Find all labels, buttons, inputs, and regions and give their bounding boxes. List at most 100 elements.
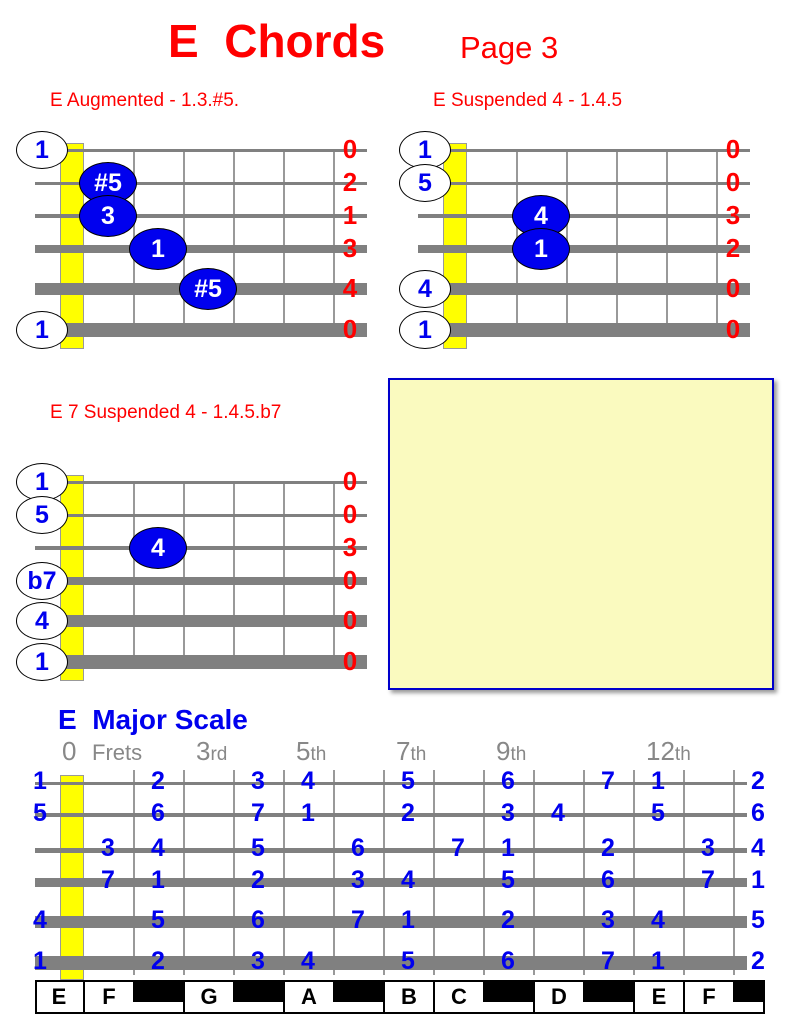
keyboard-black-key xyxy=(483,980,533,1002)
string-line xyxy=(418,181,750,185)
scale-degree: 1 xyxy=(651,767,665,795)
string-line xyxy=(418,283,750,295)
scale-degree: 7 xyxy=(601,947,615,975)
fret-label: 7th xyxy=(396,736,426,767)
fret-line xyxy=(233,770,235,975)
fret-label-suffix: th xyxy=(674,744,691,765)
finger-dot: 4 xyxy=(129,527,187,569)
fret-line xyxy=(333,150,335,330)
scale-degree: 4 xyxy=(301,947,315,975)
string-line xyxy=(35,577,367,585)
fret-line xyxy=(183,770,185,975)
fret-line xyxy=(433,770,435,975)
fret-line xyxy=(183,482,185,662)
fret-line xyxy=(666,150,668,330)
finger-dot: 3 xyxy=(79,195,137,237)
finger-dot: 1 xyxy=(129,228,187,270)
keyboard-black-key xyxy=(233,980,283,1002)
scale-degree: 5 xyxy=(251,834,265,862)
scale-degree: 3 xyxy=(351,866,365,894)
scale-degree: 5 xyxy=(501,866,515,894)
open-string-marker: 1 xyxy=(16,643,68,681)
scale-degree: 3 xyxy=(251,947,265,975)
finger-dot: #5 xyxy=(179,268,237,310)
scale-degree: 5 xyxy=(651,799,665,827)
scale-degree: 1 xyxy=(301,799,315,827)
fret-number: 0 xyxy=(725,167,741,197)
fret-line xyxy=(133,482,135,662)
fret-line xyxy=(233,482,235,662)
fret-label-number: Frets xyxy=(92,740,143,765)
string-line xyxy=(418,245,750,253)
fret-label: 0 xyxy=(62,736,76,767)
keyboard-black-key xyxy=(583,980,633,1002)
fret-label-suffix: rd xyxy=(210,744,228,765)
scale-degree: 4 xyxy=(33,906,47,934)
fret-label: Frets xyxy=(92,740,142,766)
open-string-marker: 4 xyxy=(16,602,68,640)
fret-number: 0 xyxy=(342,314,358,344)
chord-name: E 7 Suspended 4 - 1.4.5.b7 xyxy=(50,402,282,423)
scale-degree: 3 xyxy=(101,834,115,862)
open-string-marker: 5 xyxy=(399,164,451,202)
keyboard-key-C: C xyxy=(433,980,483,1014)
scale-degree: 2 xyxy=(151,767,165,795)
string-line xyxy=(35,214,367,218)
fret-line xyxy=(283,150,285,330)
keyboard-black-key xyxy=(333,980,383,1002)
keyboard-key-B: B xyxy=(383,980,433,1014)
scale-degree: 2 xyxy=(251,866,265,894)
scale-degree: 4 xyxy=(551,799,565,827)
fret-number: 0 xyxy=(342,499,358,529)
scale-degree: 6 xyxy=(501,767,515,795)
chord-name: E Suspended 4 - 1.4.5 xyxy=(433,90,623,111)
fret-number: 3 xyxy=(342,233,358,263)
scale-degree: 6 xyxy=(601,866,615,894)
open-string-marker: 1 xyxy=(16,463,68,501)
fret-line xyxy=(283,482,285,662)
fret-label-number: 7 xyxy=(396,736,411,766)
scale-degree: 2 xyxy=(751,947,765,975)
fret-label-number: 12 xyxy=(646,736,675,766)
string-line xyxy=(35,877,747,887)
fret-line xyxy=(683,770,685,975)
fret-line xyxy=(733,770,735,975)
fret-line xyxy=(233,150,235,330)
keyboard-key-G: G xyxy=(183,980,233,1014)
fret-label-suffix: th xyxy=(410,744,427,765)
scale-degree: 4 xyxy=(751,834,765,862)
page-subtitle: Page 3 xyxy=(460,30,559,65)
string-line xyxy=(35,615,367,627)
fret-label: 3rd xyxy=(196,736,227,767)
scale-degree: 1 xyxy=(33,767,47,795)
string-line xyxy=(35,513,367,517)
scale-degree: 1 xyxy=(401,906,415,934)
scale-degree: 1 xyxy=(651,947,665,975)
fret-line xyxy=(333,770,335,975)
fret-label: 5th xyxy=(296,736,326,767)
string-line xyxy=(35,245,367,253)
fret-line xyxy=(533,770,535,975)
string-line xyxy=(35,813,747,817)
open-string-marker: 1 xyxy=(16,131,68,169)
scale-degree: 7 xyxy=(101,866,115,894)
scale-degree: 5 xyxy=(151,906,165,934)
keyboard-key-E: E xyxy=(51,984,67,1009)
string-line xyxy=(35,181,367,185)
scale-degree: 7 xyxy=(451,834,465,862)
scale-degree: 2 xyxy=(401,799,415,827)
string-line xyxy=(35,916,747,928)
fret-label-number: 0 xyxy=(62,736,77,766)
scale-degree: 3 xyxy=(251,767,265,795)
scale-degree: 7 xyxy=(601,767,615,795)
fret-number: 0 xyxy=(342,605,358,635)
note-box xyxy=(388,378,774,690)
fret-line xyxy=(333,482,335,662)
fret-line xyxy=(383,770,385,975)
fret-label-suffix: th xyxy=(510,744,527,765)
scale-degree: 1 xyxy=(751,866,765,894)
scale-degree: 5 xyxy=(751,906,765,934)
scale-degree: 3 xyxy=(701,834,715,862)
scale-degree: 5 xyxy=(33,799,47,827)
